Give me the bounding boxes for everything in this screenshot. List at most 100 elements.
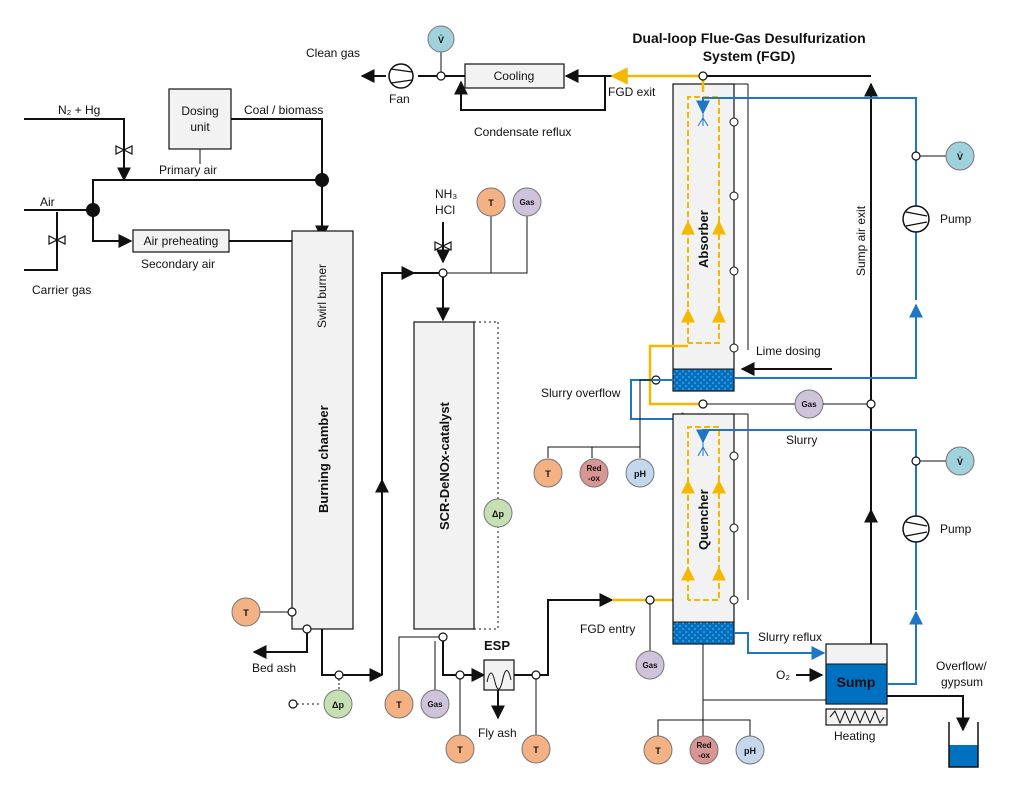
temp-sensor-chamber: T bbox=[231, 597, 261, 627]
diagram-title-line1: Dual-loop Flue-Gas Desulfurization bbox=[632, 30, 865, 46]
burning-chamber-label: Burning chamber bbox=[316, 405, 331, 513]
swirl-burner-label: Swirl burner bbox=[315, 264, 329, 328]
svg-text:T: T bbox=[533, 745, 539, 755]
valve-n2 bbox=[115, 145, 133, 155]
svg-text:T: T bbox=[545, 469, 551, 479]
absorber-label: Absorber bbox=[696, 210, 711, 268]
chamber-to-scr-line bbox=[321, 266, 450, 682]
gypsum-container bbox=[948, 722, 979, 768]
heating-element bbox=[825, 708, 888, 726]
svg-text:V̇: V̇ bbox=[957, 457, 963, 467]
heating-label: Heating bbox=[834, 729, 875, 743]
nh3-label: NH₃ bbox=[435, 187, 457, 201]
clean-gas-label: Clean gas bbox=[306, 46, 360, 60]
svg-text:V̇: V̇ bbox=[957, 152, 963, 162]
svg-text:T: T bbox=[457, 745, 463, 755]
absorber-gas-flow bbox=[687, 96, 720, 344]
slurry-reflux-line bbox=[734, 632, 826, 660]
flow-sensor-absorber-loop: V̇ bbox=[945, 141, 975, 171]
svg-text:Cooling: Cooling bbox=[494, 69, 535, 83]
flow-tap-cleangas bbox=[436, 71, 446, 81]
sump-air-exit-label: Sump air exit bbox=[854, 205, 868, 276]
coal-biomass-label: Coal / biomass bbox=[244, 103, 323, 117]
svg-text:T: T bbox=[655, 746, 661, 756]
n2-hg-line bbox=[24, 118, 131, 182]
gas-sensor-scr-outlet: Gas bbox=[420, 689, 450, 719]
scr-label: SCR-DeNOx-catalyst bbox=[437, 401, 452, 530]
fan bbox=[388, 63, 414, 89]
svg-text:-ox: -ox bbox=[698, 751, 711, 760]
pump-lower bbox=[902, 515, 930, 543]
ph-sensor-absorber: pH bbox=[625, 458, 655, 488]
secondary-air-label: Secondary air bbox=[141, 257, 215, 271]
dp-sensor-scr: Δp bbox=[483, 498, 513, 528]
temp-sensor-quencher: T bbox=[643, 735, 673, 765]
esp-unit bbox=[483, 659, 515, 691]
temp-tap-chamber bbox=[287, 607, 297, 617]
ph-sensor-quencher: pH bbox=[735, 735, 765, 765]
dp-sensor-chamber: Δp bbox=[323, 689, 353, 719]
esp-to-fgd-line bbox=[514, 593, 614, 676]
absorber-side-taps bbox=[729, 83, 749, 353]
quencher-label: Quencher bbox=[696, 489, 711, 550]
air-label: Air bbox=[40, 195, 55, 209]
svg-text:Gas: Gas bbox=[427, 700, 443, 709]
temp-sensor-esp-outlet: T bbox=[521, 734, 551, 764]
absorber-column bbox=[672, 83, 735, 392]
slurry-label: Slurry bbox=[786, 433, 817, 447]
air-preheating-unit: Air preheating bbox=[132, 229, 230, 253]
svg-text:T: T bbox=[396, 700, 402, 710]
quencher-gas-flow bbox=[687, 426, 720, 601]
temp-sensor-scr-outlet: T bbox=[384, 689, 414, 719]
sump-label: Sump bbox=[837, 674, 876, 690]
svg-text:T: T bbox=[243, 608, 249, 618]
slurry-reflux-label: Slurry reflux bbox=[758, 630, 822, 644]
svg-text:Red: Red bbox=[586, 464, 601, 473]
svg-text:Red: Red bbox=[696, 741, 711, 750]
flow-sensor-quencher-loop: V̇ bbox=[945, 446, 975, 476]
pump-upper bbox=[902, 205, 930, 233]
bed-ash-label: Bed ash bbox=[252, 661, 296, 675]
pump-lower-label: Pump bbox=[940, 522, 972, 536]
quencher-nozzle bbox=[697, 442, 709, 457]
absorber-nozzle bbox=[697, 113, 709, 127]
esp-label: ESP bbox=[484, 638, 510, 653]
lime-dosing-label: Lime dosing bbox=[756, 344, 821, 358]
svg-text:T: T bbox=[488, 198, 494, 208]
absorber-gas-inlet bbox=[648, 344, 703, 406]
gas-sensor-fgd-entry: Gas bbox=[635, 650, 665, 680]
carrier-gas-label: Carrier gas bbox=[32, 283, 91, 297]
pump-upper-label: Pump bbox=[940, 212, 972, 226]
svg-text:V̇: V̇ bbox=[438, 35, 444, 45]
absorber-recirculation bbox=[696, 97, 917, 379]
primary-air-junction bbox=[315, 173, 329, 187]
temp-sensor-esp-inlet: T bbox=[445, 734, 475, 764]
sump-tank bbox=[825, 643, 888, 705]
fan-label: Fan bbox=[389, 92, 410, 106]
svg-text:Air preheating: Air preheating bbox=[144, 234, 219, 248]
absorber-slurry bbox=[672, 368, 735, 392]
condensate-reflux-label: Condensate reflux bbox=[474, 125, 571, 139]
n2-hg-label: N₂ + Hg bbox=[58, 103, 100, 117]
slurry-overflow-label: Slurry overflow bbox=[541, 386, 621, 400]
svg-text:Δp: Δp bbox=[332, 700, 344, 710]
svg-text:pH: pH bbox=[744, 746, 756, 756]
scr-inlet-tap bbox=[438, 268, 448, 278]
dosing-unit: Dosing unit bbox=[168, 88, 232, 150]
air-junction bbox=[86, 203, 100, 217]
flow-sensor-cleangas: V̇ bbox=[427, 25, 455, 53]
quencher-slurry bbox=[672, 621, 735, 645]
bed-ash-tap bbox=[302, 624, 312, 634]
temp-sensor-absorber: T bbox=[533, 458, 563, 488]
svg-text:-ox: -ox bbox=[588, 474, 601, 483]
temp-sensor-scr-inlet: T bbox=[476, 187, 506, 217]
fgd-entry-label: FGD entry bbox=[580, 622, 635, 636]
cooling-unit: Cooling bbox=[464, 63, 565, 89]
redox-sensor-quencher: Red -ox bbox=[689, 735, 719, 765]
dp-tap bbox=[334, 670, 344, 680]
overflow-label-1: Overflow/ bbox=[936, 659, 987, 673]
scr-outlet-tap bbox=[438, 632, 448, 642]
svg-text:Gas: Gas bbox=[642, 661, 658, 670]
quencher-side-taps bbox=[729, 413, 749, 605]
